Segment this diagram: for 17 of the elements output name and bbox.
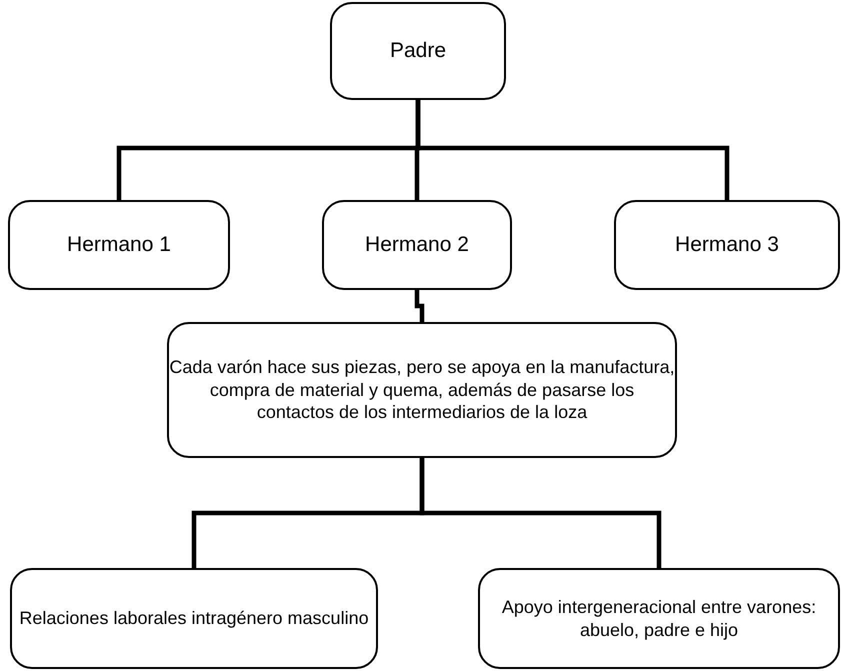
rounded-box — [167, 322, 677, 458]
connector-line — [414, 290, 424, 322]
box-text: Hermano 1 — [67, 232, 171, 258]
rounded-box — [8, 200, 230, 290]
box-text: Padre — [390, 38, 446, 64]
rounded-box — [614, 200, 840, 290]
rounded-box — [10, 568, 378, 669]
rounded-box — [330, 2, 506, 100]
box-text: Hermano 2 — [365, 232, 469, 258]
connector-line — [416, 100, 730, 200]
connector-line — [420, 458, 662, 568]
rounded-box — [322, 200, 512, 290]
box-text: Relaciones laborales intragénero masculino — [19, 607, 369, 630]
box-text: Cada varón hace sus piezas, pero se apoya en la manufactura, compra de material y quema, además de pasarse los contactos de los intermediarios de la loza — [169, 356, 675, 424]
box-text: Hermano 3 — [675, 232, 779, 258]
rounded-box — [478, 568, 840, 669]
box-text: Apoyo intergeneracional entre varones: abuelo, padre e hijo — [500, 596, 818, 641]
